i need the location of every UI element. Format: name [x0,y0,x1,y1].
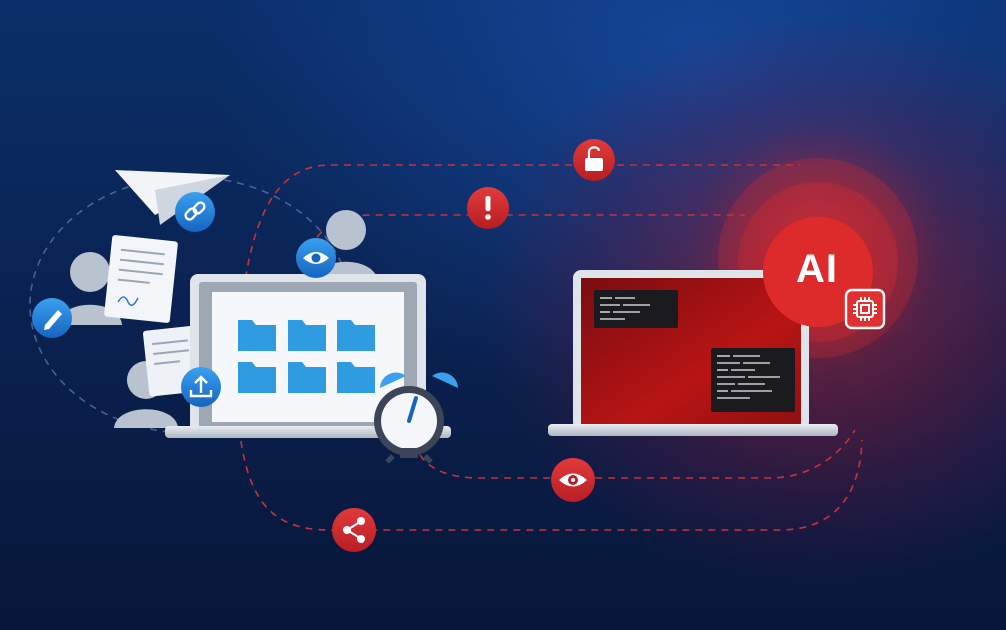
unlock-icon [585,146,603,171]
upload-icon [189,375,213,398]
document-icon [104,235,178,323]
share-node [332,508,376,552]
ai-label: AI [796,247,838,291]
folder-icon [238,362,276,393]
folder-icon [337,362,375,393]
eye-badge [296,238,336,278]
chip-icon [853,297,877,321]
folder-icon [238,320,276,351]
upload-badge [181,367,221,407]
unlock-node [573,139,615,181]
right-laptop [548,270,838,436]
folder-grid [238,320,375,393]
pen-badge [32,298,72,338]
left-laptop [165,274,451,438]
folder-icon [337,320,375,351]
eye-icon [303,252,329,264]
pen-icon [44,310,62,330]
share-icon [343,517,365,543]
link-icon [184,201,206,221]
link-badge [175,192,215,232]
stopwatch-icon [374,372,458,464]
folder-icon [288,362,326,393]
alert-icon [485,196,491,220]
alert-node [467,187,509,229]
eye-node-red [551,458,595,502]
folder-icon [288,320,326,351]
terminal-window-icon [711,348,795,412]
ai-badge [763,217,886,330]
eye-icon [559,473,587,487]
terminal-window-icon [594,290,678,328]
